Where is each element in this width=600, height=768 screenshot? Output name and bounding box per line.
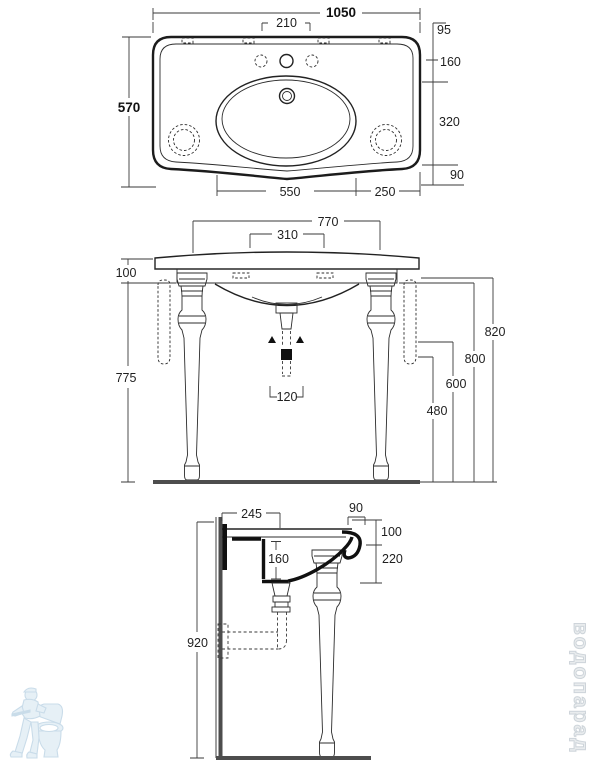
dim-label-800: 800: [465, 352, 486, 366]
side-view: 245 90 100 220 160 920: [187, 501, 403, 760]
basin-outline: [151, 35, 422, 181]
wall-bracket: [222, 524, 227, 570]
dim-label-310: 310: [277, 228, 298, 242]
dim-label-95: 95: [437, 23, 451, 37]
tap-hole-right: [305, 54, 319, 68]
dim-drain-offset: 120: [269, 386, 304, 404]
dim-label-100-side: 100: [381, 525, 402, 539]
dim-label-120: 120: [277, 390, 298, 404]
dim-overall-depth: 570: [118, 36, 156, 188]
dim-label-250: 250: [375, 185, 396, 199]
front-rim-section: [341, 530, 362, 560]
front-view: 770 310 100 775 120 480 600: [116, 215, 506, 484]
dim-label-90: 90: [450, 168, 464, 182]
drain-hole: [278, 87, 296, 105]
dim-wall-to-drain: 245: [221, 507, 281, 528]
dim-leg-span: 770: [192, 215, 381, 253]
tap-hole-left: [254, 54, 268, 68]
console-apron: [176, 269, 398, 284]
dim-overall-width: 1050: [152, 5, 421, 33]
corner-fixing-circles: [168, 124, 402, 156]
mounting-tabs: [181, 37, 391, 44]
dim-chain-right: 95 160 320 90: [421, 22, 464, 186]
dim-label-160: 160: [440, 55, 461, 69]
dim-label-820: 820: [485, 325, 506, 339]
apron-fixing-marks: [232, 272, 334, 279]
bowl-outline: [215, 75, 357, 167]
dim-label-245: 245: [241, 507, 262, 521]
brand-watermark-text: водопарад: [569, 622, 593, 755]
plumber-body: [20, 698, 41, 720]
dim-chain-left-front: 100 775: [116, 258, 176, 483]
dim-label-770: 770: [318, 215, 339, 229]
plumber-watermark: [9, 687, 64, 759]
towel-rail-dashed: [157, 279, 417, 365]
leg-side: [311, 549, 343, 758]
bowl-inner: [221, 79, 351, 159]
dim-label-920: 920: [187, 636, 208, 650]
dim-tap-spacing: 210: [261, 16, 311, 31]
dim-bowl-inner-depth: 160: [268, 541, 289, 580]
tap-hole-center: [279, 53, 294, 69]
dim-label-600: 600: [446, 377, 467, 391]
leg-front-right: [365, 272, 397, 481]
dim-label-775: 775: [116, 371, 137, 385]
dim-chain-right-front: 480 600 800 820: [399, 277, 506, 483]
dim-label-210: 210: [276, 16, 297, 30]
dim-label-570: 570: [118, 100, 141, 115]
trap-fitting: [281, 349, 292, 360]
dim-label-320: 320: [439, 115, 460, 129]
drain-assembly-side: [217, 582, 291, 659]
dim-label-550: 550: [280, 185, 301, 199]
dim-label-480: 480: [427, 404, 448, 418]
dim-label-90-side: 90: [349, 501, 363, 515]
bowl-section-curve: [287, 536, 354, 583]
dim-bowl-width: 550 250: [216, 172, 421, 199]
dim-front-rim-width: 90: [347, 501, 366, 525]
console-top: [154, 251, 420, 270]
dim-label-100-front: 100: [116, 266, 137, 280]
dim-wall-height: 920: [187, 521, 214, 759]
dim-label-1050: 1050: [326, 5, 356, 20]
bowl-underside: [214, 283, 360, 307]
plunger-tool: [11, 709, 31, 717]
drain-assembly-front: [268, 302, 304, 377]
basin-section: [222, 524, 362, 584]
leg-front-left: [176, 272, 208, 481]
dim-bowl-fixing-span: 310: [249, 228, 325, 248]
plumber-legs: [14, 717, 32, 755]
dim-label-160-side: 160: [268, 552, 289, 566]
dim-label-220: 220: [382, 552, 403, 566]
drain-hole-inner: [282, 91, 292, 101]
dim-chain-right-side: 100 220: [352, 519, 403, 584]
basin-inner-rim: [159, 43, 414, 172]
top-view: 1050 210 570 95 160 320 90: [118, 5, 464, 199]
